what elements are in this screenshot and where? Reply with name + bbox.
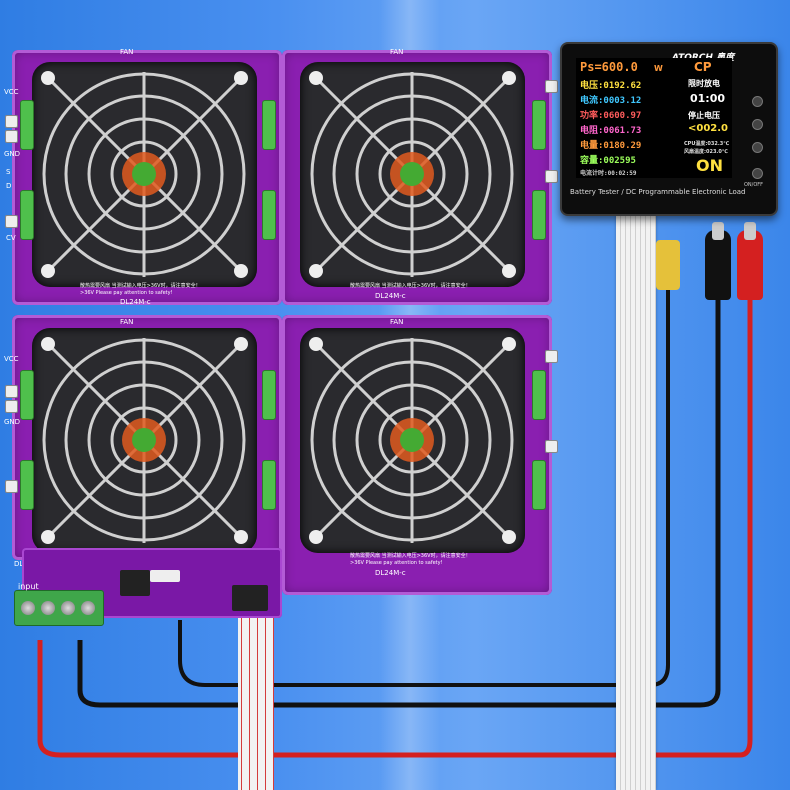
- fan-temp: 风扇温度:023.0℃: [684, 149, 728, 155]
- meter-button-1[interactable]: [752, 96, 763, 107]
- pin-label-gnd: GND: [4, 418, 21, 426]
- mcu-chip: [120, 570, 150, 596]
- capacitor: [262, 370, 276, 420]
- energy-reading: 电量:0180.29: [580, 141, 642, 151]
- pin-label-fan: FAN: [120, 318, 134, 326]
- board-model-label: DL24M-c: [375, 292, 406, 300]
- pin-header: [5, 115, 18, 128]
- meter-button-3[interactable]: [752, 142, 763, 153]
- pin-label-s: S: [6, 168, 11, 176]
- pin-header: [5, 400, 18, 413]
- pin-label-d: D: [6, 182, 12, 190]
- fan-guard-icon: [309, 71, 516, 278]
- black-wire: [77, 290, 721, 708]
- electronic-load-meter: ATORCH 奥度 Ps=600.0 W CP 电压:0192.62 电流:00…: [560, 42, 778, 216]
- cpu-temp: CPU温度:032.3℃: [684, 141, 730, 147]
- power-reading: 功率:0600.97: [580, 111, 642, 121]
- capacitor: [262, 190, 276, 240]
- pin-label-fan: FAN: [390, 48, 404, 56]
- ps-unit: W: [654, 64, 663, 73]
- timer-label: 限时放电: [688, 79, 720, 88]
- power-jack[interactable]: [232, 585, 268, 611]
- red-alligator-clip[interactable]: [737, 230, 763, 300]
- ps-setting: Ps=600.0: [580, 60, 638, 74]
- capacitor: [532, 460, 546, 510]
- fan-guard-icon: [41, 71, 248, 278]
- board-warning-en: >36V Please pay attention to safety!: [350, 560, 443, 566]
- board-warning: 散热需要风扇 当测试输入电压>36V时，请注意安全！: [80, 283, 201, 289]
- meter-caption: Battery Tester / DC Programmable Electro…: [570, 188, 746, 196]
- capacitor: [262, 460, 276, 510]
- xt60-connector: [656, 240, 680, 290]
- capacitor: [532, 370, 546, 420]
- capacitor: [20, 190, 34, 240]
- pin-header: [5, 215, 18, 228]
- voltage-reading: 电压:0192.62: [580, 81, 642, 91]
- capacitor: [532, 190, 546, 240]
- board-model-label: DL24M-c: [375, 569, 406, 577]
- meter-display: Ps=600.0 W CP 电压:0192.62 电流:0003.12 功率:0…: [576, 58, 732, 178]
- current-reading: 电流:0003.12: [580, 96, 642, 106]
- ribbon-cable-controller: [238, 610, 274, 790]
- fan-guard-icon: [309, 337, 516, 544]
- onoff-label: ON/OFF: [744, 182, 764, 188]
- pin-label-fan: FAN: [390, 318, 404, 326]
- pin-header: [545, 80, 558, 93]
- terminal-screw: [41, 601, 55, 615]
- cutoff-label: 停止电压: [688, 111, 720, 120]
- board-warning-en: >36V Please pay attention to safety!: [80, 290, 173, 296]
- resistance-reading: 电阻:0061.73: [580, 126, 642, 136]
- runtime-reading: 电流计时:00:02:59: [580, 170, 637, 177]
- meter-button-2[interactable]: [752, 119, 763, 130]
- capacitor: [20, 100, 34, 150]
- capacitor: [532, 100, 546, 150]
- cooling-fan: [300, 62, 525, 287]
- cooling-fan: [32, 328, 257, 553]
- board-model-label: DL24M-c: [120, 298, 151, 306]
- mode-indicator: CP: [694, 60, 712, 74]
- pin-header: [545, 170, 558, 183]
- red-wire: [37, 290, 753, 758]
- pin-header: [5, 480, 18, 493]
- terminal-screw: [61, 601, 75, 615]
- power-button[interactable]: [752, 168, 763, 179]
- pin-label-vcc: VCC: [4, 88, 19, 96]
- pin-label-cv: CV: [6, 234, 16, 242]
- pin-header: [545, 440, 558, 453]
- terminal-screw: [21, 601, 35, 615]
- pin-header: [5, 385, 18, 398]
- state-indicator: ON: [696, 156, 723, 175]
- fan-guard-icon: [41, 337, 248, 544]
- cooling-fan: [32, 62, 257, 287]
- cooling-fan: [300, 328, 525, 553]
- black-wire-xt60: [178, 290, 670, 687]
- cutoff-value: <002.0: [688, 123, 729, 134]
- terminal-screw: [81, 601, 95, 615]
- pin-label-fan: FAN: [120, 48, 134, 56]
- input-terminal-block[interactable]: [14, 590, 104, 626]
- capacity-reading: 容量:002595: [580, 156, 636, 166]
- timer-value: 01:00: [690, 92, 726, 105]
- pin-header: [5, 130, 18, 143]
- capacitor: [20, 460, 34, 510]
- pin-label-gnd: GND: [4, 150, 21, 158]
- pin-label-vcc: VCC: [4, 355, 19, 363]
- input-label: input: [18, 582, 39, 591]
- clip-jaw-black: [712, 222, 724, 240]
- black-alligator-clip[interactable]: [705, 230, 731, 300]
- header-connector[interactable]: [150, 570, 180, 582]
- pin-header: [545, 350, 558, 363]
- board-warning: 散热需要风扇 当测试输入电压>36V时，请注意安全！: [350, 553, 471, 559]
- capacitor: [20, 370, 34, 420]
- ribbon-cable: [616, 190, 656, 790]
- board-warning: 散热需要风扇 当测试输入电压>36V时，请注意安全！: [350, 283, 471, 289]
- capacitor: [262, 100, 276, 150]
- clip-jaw-red: [744, 222, 756, 240]
